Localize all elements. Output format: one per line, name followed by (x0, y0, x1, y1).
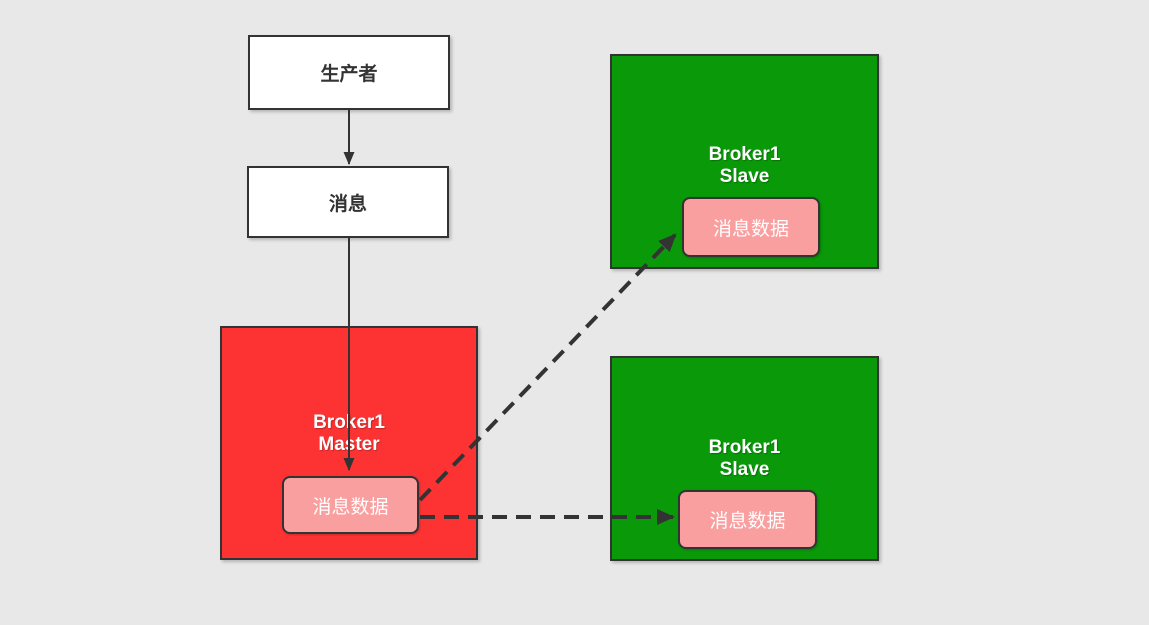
broker-master-title: Broker1 Master (222, 412, 476, 456)
broker-master-title-line1: Broker1 (313, 412, 385, 433)
broker-slave-top-title-line1: Broker1 (708, 144, 781, 165)
broker-slave-top-title-line2: Slave (719, 166, 770, 187)
slave-bottom-message-data-box: 消息数据 (678, 490, 817, 549)
slave-top-message-data-label: 消息数据 (712, 218, 789, 240)
broker-slave-bottom-title-line1: Broker1 (708, 437, 781, 458)
broker-slave-top-node: Broker1 Slave 消息数据 (610, 54, 879, 269)
master-message-data-box: 消息数据 (282, 476, 419, 534)
master-message-data-label: 消息数据 (312, 496, 389, 518)
broker-master-node: Broker1 Master 消息数据 (220, 326, 478, 560)
producer-node: 生产者 (248, 35, 450, 110)
broker-slave-bottom-title-line2: Slave (719, 459, 770, 480)
broker-slave-top-title: Broker1 Slave (612, 144, 877, 188)
producer-label: 生产者 (320, 64, 378, 85)
broker-slave-bottom-title: Broker1 Slave (612, 437, 877, 481)
broker-slave-bottom-node: Broker1 Slave 消息数据 (610, 356, 879, 561)
message-label: 消息 (328, 193, 367, 215)
broker-master-title-line2: Master (318, 434, 380, 455)
slave-top-message-data-box: 消息数据 (682, 197, 820, 257)
message-node: 消息 (247, 166, 449, 238)
slave-bottom-message-data-label: 消息数据 (709, 511, 786, 532)
